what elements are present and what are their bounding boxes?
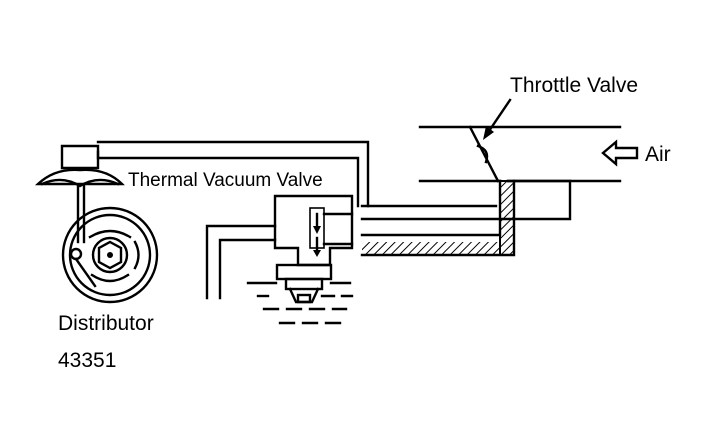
intake-duct: [418, 125, 622, 183]
thermal-vacuum-valve: [273, 194, 354, 304]
coolant-lines: [246, 281, 354, 325]
throttle-valve-arrow: [483, 98, 512, 140]
thermal-vacuum-valve-label: Thermal Vacuum Valve: [128, 170, 323, 191]
throttle-valve-label: Throttle Valve: [510, 74, 638, 97]
figure-number: 43351: [58, 349, 116, 372]
distributor-label: Distributor: [58, 312, 154, 335]
distributor-icon: [61, 206, 159, 304]
air-arrow-icon: [601, 139, 639, 167]
air-label: Air: [645, 143, 671, 166]
vacuum-hose-lower: [205, 224, 277, 300]
throttle-valve-plate: [468, 125, 500, 183]
vacuum-port: [360, 179, 572, 257]
